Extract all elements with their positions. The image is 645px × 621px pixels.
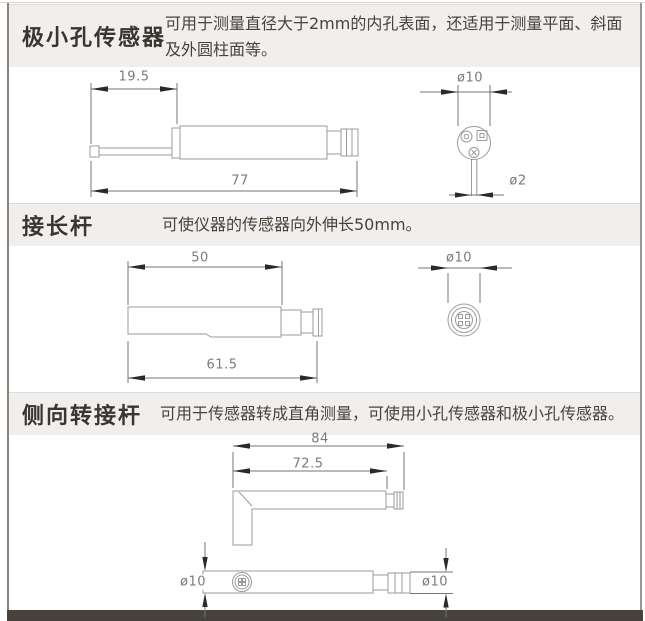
dim-label-overall-length: 77 <box>231 173 249 189</box>
dim-label-right-diameter: ø10 <box>420 574 450 590</box>
dim-dia10-annotation <box>420 85 512 126</box>
dim-label-body-diameter: ø10 <box>457 70 483 86</box>
section-header-extension-rod: 接长杆 可使仪器的传感器向外伸长50mm。 <box>9 203 640 246</box>
dim-dia10-right-annotation <box>410 548 453 617</box>
section-description: 可用于传感器转成直角测量，可使用小孔传感器和极小孔传感器。 <box>160 404 625 423</box>
dim-label-tip-length: 19.5 <box>118 69 150 85</box>
dim-61-5-annotation <box>127 341 318 383</box>
dim-label-diameter: ø10 <box>446 250 472 266</box>
side-adapter-rod-side-view <box>232 490 404 546</box>
dim-label-overall-length: 61.5 <box>206 357 238 373</box>
dim-label-overall-length: 84 <box>311 431 329 447</box>
dim-72-5-annotation <box>233 468 388 489</box>
dim-label-arm-length: 72.5 <box>292 456 324 472</box>
dim-label-left-diameter: ø10 <box>178 574 208 590</box>
side-adapter-rod-plan-view <box>202 570 411 594</box>
dim-77-annotation <box>90 161 358 197</box>
page-left-border <box>7 3 9 621</box>
dim-dia10-annotation <box>418 265 512 303</box>
page-bottom-bar <box>7 610 643 621</box>
dim-label-tip-diameter: ø2 <box>509 173 527 189</box>
section-title: 侧向转接杆 <box>22 404 143 429</box>
page-right-border <box>640 3 642 621</box>
page-top-rule <box>0 2 645 3</box>
section-description: 可用于测量直径大于2mm的内孔表面，还适用于测量平面、斜面及外圆柱面等。 <box>165 14 623 59</box>
dim-dia10-left-annotation <box>202 542 208 617</box>
section-description: 可使仪器的传感器向外伸长50mm。 <box>162 215 422 234</box>
section-header-side-adapter-rod: 侧向转接杆 可用于传感器转成直角测量，可使用小孔传感器和极小孔传感器。 <box>9 392 640 435</box>
dim-label-extension-length: 50 <box>191 250 209 266</box>
section-title: 接长杆 <box>22 215 95 240</box>
section-header-micro-hole-sensor: 极小孔传感器 可用于测量直径大于2mm的内孔表面，还适用于测量平面、斜面及外圆柱… <box>9 4 640 67</box>
extension-rod-side-view <box>127 306 323 338</box>
dim-84-annotation <box>232 443 405 490</box>
micro-hole-sensor-end-view <box>457 126 491 196</box>
dim-19-5-annotation <box>90 83 178 144</box>
dim-dia2-annotation <box>449 192 504 198</box>
section-title: 极小孔传感器 <box>22 26 167 51</box>
extension-rod-end-view <box>447 303 481 337</box>
micro-hole-sensor-side-view <box>89 125 359 160</box>
dim-50-annotation <box>127 261 283 305</box>
